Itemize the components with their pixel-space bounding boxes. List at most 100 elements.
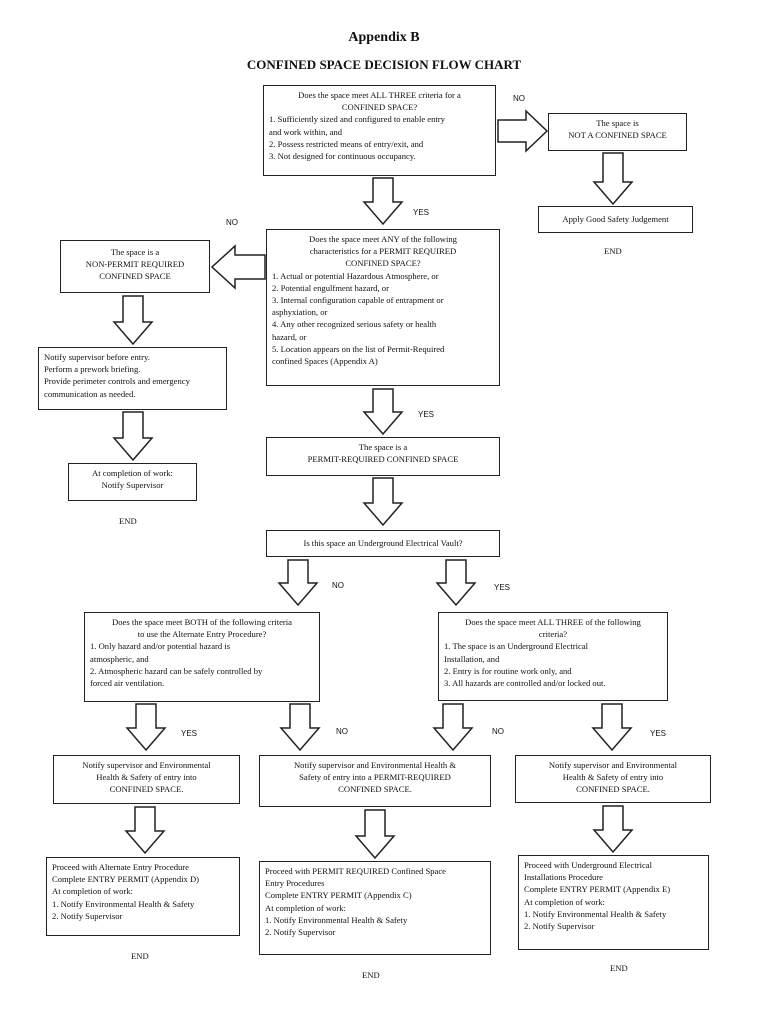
q2-item: 3. Internal configuration capable of ent…	[272, 295, 444, 306]
not-confined-line: The space is	[596, 118, 639, 128]
end-label: END	[119, 516, 137, 526]
arrow-notifyb-to-procb	[354, 809, 396, 860]
q5-item: Installation, and	[444, 653, 500, 664]
q5-line: criteria?	[538, 629, 568, 640]
completion-left-line: At completion of work:	[92, 468, 173, 478]
permit-required-confined-space-box: The space is a PERMIT-REQUIRED CONFINED …	[266, 437, 500, 476]
proc-c-line: Installations Procedure	[524, 872, 603, 883]
notify-before-entry-box: Notify supervisor before entry. Perform …	[38, 347, 227, 410]
q4-yes-label: YES	[181, 729, 198, 738]
notify-b-line: Safety of entry into a PERMIT-REQUIRED	[299, 772, 451, 783]
electrical-vault-question-box: Is this space an Underground Electrical …	[266, 530, 500, 557]
permit-required-criteria-box: Does the space meet ANY of the following…	[266, 229, 500, 386]
judgement-text: Apply Good Safety Judgement	[562, 214, 669, 224]
q1-item: 1. Sufficiently sized and configured to …	[269, 114, 445, 125]
arrow-q4-yes	[125, 703, 167, 752]
proc-a-line: At completion of work:	[52, 886, 133, 897]
q3-yes-label: YES	[494, 583, 511, 592]
q2-yes-label: YES	[418, 410, 435, 419]
arrow-q5-yes	[591, 703, 633, 752]
notify-c-line: Notify supervisor and Environmental	[548, 760, 678, 770]
q2-item: hazard, or	[272, 331, 307, 342]
arrow-permit-to-q3	[362, 477, 404, 527]
notify-before-line: Provide perimeter controls and emergency	[44, 376, 190, 387]
q1-line: Does the space meet ALL THREE criteria f…	[298, 90, 461, 100]
underground-electrical-procedure-box: Proceed with Underground Electrical Inst…	[518, 855, 709, 950]
confined-space-criteria-box: Does the space meet ALL THREE criteria f…	[263, 85, 496, 176]
q4-item: atmospheric, and	[90, 653, 149, 664]
q1-item: 2. Possess restricted means of entry/exi…	[269, 138, 424, 149]
notify-c-line: Health & Safety of entry into	[562, 772, 664, 783]
proc-b-line: Entry Procedures	[265, 878, 325, 889]
q1-item: and work within, and	[269, 126, 343, 137]
chart-title: CONFINED SPACE DECISION FLOW CHART	[246, 57, 522, 72]
not-confined-line: NOT A CONFINED SPACE	[568, 130, 667, 141]
completion-left-line: Notify Supervisor	[101, 480, 164, 491]
underground-electrical-criteria-box: Does the space meet ALL THREE of the fol…	[438, 612, 668, 701]
q2-no-label: NO	[226, 218, 238, 227]
proc-a-line: Proceed with Alternate Entry Procedure	[52, 862, 189, 872]
q1-yes-label: YES	[413, 208, 430, 217]
not-confined-space-box: The space is NOT A CONFINED SPACE	[548, 113, 687, 151]
arrow-notifya-to-proca	[124, 806, 166, 855]
q2-line: CONFINED SPACE?	[345, 258, 421, 269]
permit-required-procedure-box: Proceed with PERMIT REQUIRED Confined Sp…	[259, 861, 491, 955]
q2-line: characteristics for a PERMIT REQUIRED	[309, 246, 457, 257]
arrow-notify-to-completion	[112, 411, 154, 462]
q2-item: 5. Location appears on the list of Permi…	[272, 343, 445, 354]
arrow-notifyc-to-procc	[592, 805, 634, 854]
non-permit-confined-space-box: The space is a NON-PERMIT REQUIRED CONFI…	[60, 240, 210, 293]
notify-c-line: CONFINED SPACE.	[576, 784, 650, 795]
q2-item: confined Spaces (Appendix A)	[272, 356, 378, 367]
q4-item: 2. Atmospheric hazard can be safely cont…	[90, 665, 263, 676]
end-label: END	[610, 963, 628, 973]
proc-a-line: Complete ENTRY PERMIT (Appendix D)	[52, 874, 200, 885]
notify-ehs-permit-box: Notify supervisor and Environmental Heal…	[259, 755, 491, 807]
arrow-q5-no	[432, 703, 474, 752]
end-label: END	[604, 246, 622, 256]
notify-before-line: Perform a prework briefing.	[44, 364, 141, 375]
q5-yes-label: YES	[650, 729, 667, 738]
permit-required-line: PERMIT-REQUIRED CONFINED SPACE	[307, 454, 459, 465]
notify-b-line: Notify supervisor and Environmental Heal…	[293, 760, 457, 770]
completion-notify-supervisor-box: At completion of work: Notify Supervisor	[68, 463, 197, 501]
notify-b-line: CONFINED SPACE.	[338, 784, 412, 795]
notify-a-line: Health & Safety of entry into	[96, 772, 197, 783]
proc-c-line: At completion of work:	[524, 896, 605, 907]
q5-no-label: NO	[492, 727, 504, 736]
q5-item: 2. Entry is for routine work only, and	[444, 665, 572, 676]
q4-item: forced air ventilation.	[90, 678, 165, 689]
q4-line: Does the space meet BOTH of the followin…	[112, 617, 292, 627]
proc-c-line: Proceed with Underground Electrical	[524, 860, 652, 870]
arrow-q1-to-q2	[362, 177, 404, 226]
end-label: END	[131, 951, 149, 961]
alternate-entry-procedure-box: Proceed with Alternate Entry Procedure C…	[46, 857, 240, 936]
notify-ehs-alternate-box: Notify supervisor and Environmental Heal…	[53, 755, 240, 804]
arrow-q4-no	[279, 703, 321, 752]
arrow-q3-yes	[435, 559, 477, 607]
proc-a-line: 2. Notify Supervisor	[52, 910, 123, 921]
proc-b-line: Proceed with PERMIT REQUIRED Confined Sp…	[265, 866, 447, 876]
proc-b-line: At completion of work:	[265, 902, 346, 913]
good-safety-judgement-box: Apply Good Safety Judgement	[538, 206, 693, 233]
q4-line: to use the Alternate Entry Procedure?	[137, 629, 267, 640]
proc-c-line: 2. Notify Supervisor	[524, 921, 595, 932]
q5-item: 3. All hazards are controlled and/or loc…	[444, 678, 606, 689]
end-label: END	[362, 970, 380, 980]
q2-item: 4. Any other recognized serious safety o…	[272, 319, 437, 330]
arrow-q3-no	[277, 559, 319, 607]
arrow-q2-to-permit	[362, 388, 404, 436]
proc-b-line: 2. Notify Supervisor	[265, 927, 336, 938]
proc-a-line: 1. Notify Environmental Health & Safety	[52, 898, 195, 909]
arrow-q1-no	[497, 109, 549, 153]
q4-item: 1. Only hazard and/or potential hazard i…	[90, 641, 231, 652]
q2-line: Does the space meet ANY of the following	[309, 234, 457, 244]
proc-c-line: 1. Notify Environmental Health & Safety	[524, 908, 667, 919]
proc-b-line: Complete ENTRY PERMIT (Appendix C)	[265, 890, 412, 901]
proc-c-line: Complete ENTRY PERMIT (Appendix E)	[524, 884, 671, 895]
alternate-entry-criteria-box: Does the space meet BOTH of the followin…	[84, 612, 320, 702]
q4-no-label: NO	[336, 727, 348, 736]
notify-a-line: Notify supervisor and Environmental	[82, 760, 211, 770]
notify-a-line: CONFINED SPACE.	[109, 784, 184, 795]
